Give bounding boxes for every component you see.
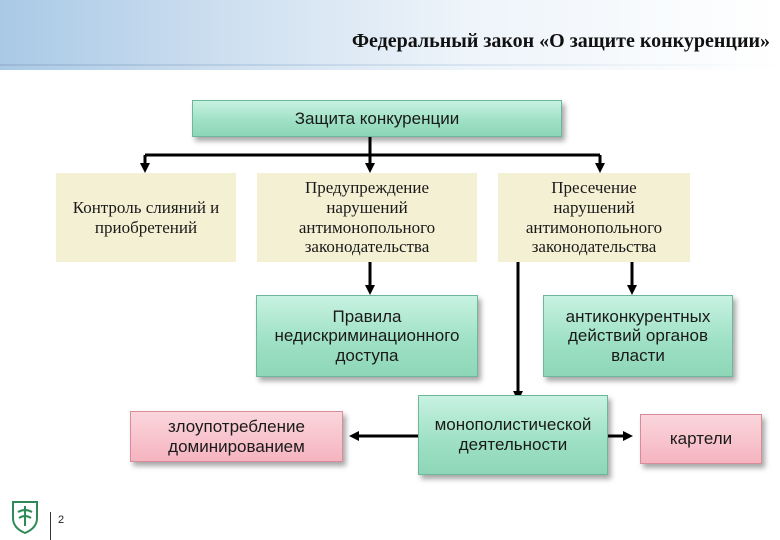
header-divider bbox=[0, 64, 780, 66]
header-band bbox=[0, 0, 780, 70]
page-number: 2 bbox=[58, 514, 65, 526]
control-box: Контроль слияний и приобретений bbox=[56, 173, 236, 262]
page-title: Федеральный закон «О защите конкуренции» bbox=[351, 30, 770, 52]
page-number-divider bbox=[50, 512, 51, 540]
emblem-logo bbox=[10, 500, 40, 539]
suppression-box: Пресечение нарушений антимонопольного за… bbox=[498, 173, 690, 262]
prevention-box: Предупреждение нарушений антимонопольног… bbox=[257, 173, 477, 262]
monopolistic-box: монополистической деятельности bbox=[418, 395, 608, 475]
root-box: Защита конкуренции bbox=[192, 100, 562, 137]
anticompetitive-box: антиконкурентных действий органов власти bbox=[543, 295, 733, 377]
abuse-box: злоупотребление доминированием bbox=[130, 411, 343, 462]
cartels-box: картели bbox=[640, 414, 762, 464]
rules-box: Правила недискриминационного доступа bbox=[256, 295, 478, 377]
